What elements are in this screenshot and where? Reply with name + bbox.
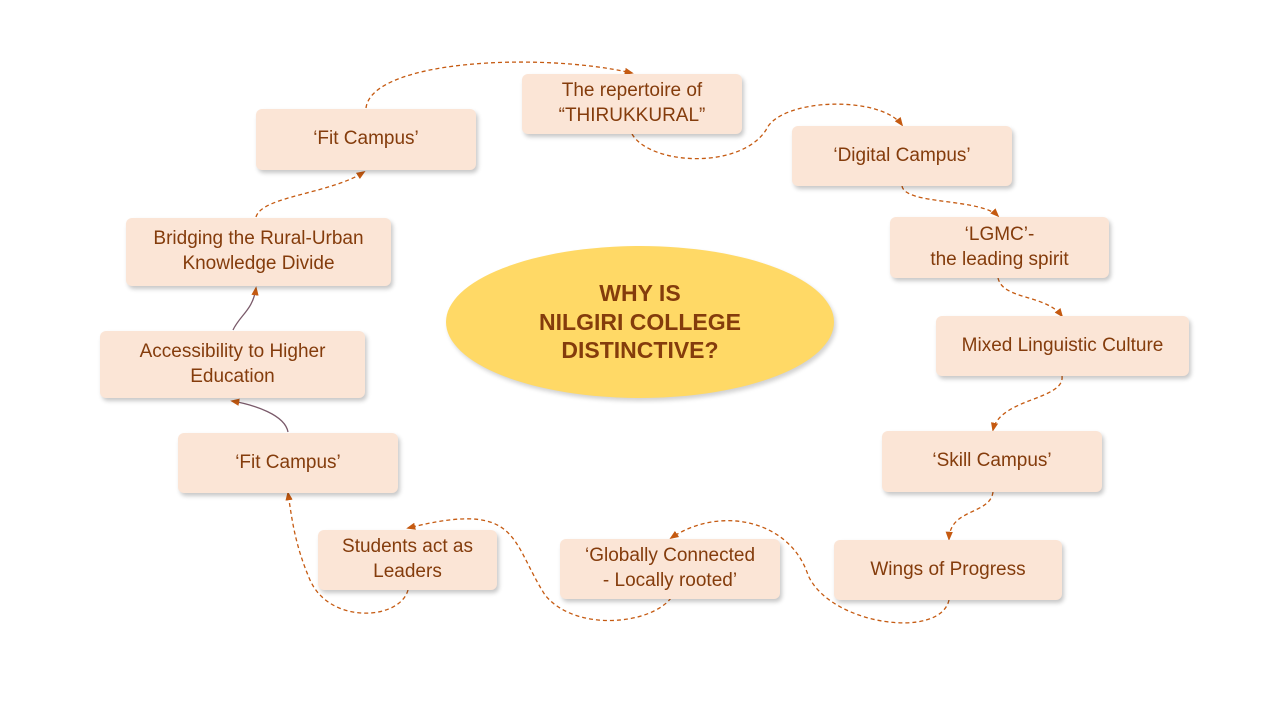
central-question-text: WHY IS NILGIRI COLLEGE DISTINCTIVE? (539, 279, 741, 364)
connector-linguistic-skill (991, 375, 1063, 432)
connector-leaders-fitbottom (285, 491, 409, 614)
node-skill-campus: ‘Skill Campus’ (882, 431, 1102, 492)
node-accessibility-higher-education: Accessibility to Higher Education (100, 331, 365, 398)
connector-digital-lgmc (901, 185, 1000, 218)
node-students-leaders: Students act as Leaders (318, 530, 497, 590)
node-lgmc: ‘LGMC’- the leading spirit (890, 217, 1109, 278)
connector-lgmc-linguistic (997, 277, 1064, 318)
node-mixed-linguistic-culture: Mixed Linguistic Culture (936, 316, 1189, 376)
connector-access-bridging (232, 286, 259, 331)
node-thirukkural: The repertoire of “THIRUKKURAL” (522, 74, 742, 134)
node-fit-campus-top: ‘Fit Campus’ (256, 109, 476, 170)
connector-fitbottom-access (230, 398, 289, 433)
node-globally-connected: ‘Globally Connected - Locally rooted’ (560, 539, 780, 599)
node-fit-campus-bottom: ‘Fit Campus’ (178, 433, 398, 493)
central-question-ellipse: WHY IS NILGIRI COLLEGE DISTINCTIVE? (446, 246, 834, 398)
connector-fittop-thirukkural (365, 61, 634, 109)
connector-skill-wings (945, 491, 994, 541)
connector-wings-global (669, 519, 950, 624)
node-wings-of-progress: Wings of Progress (834, 540, 1062, 600)
connector-thirukkural-digital (631, 103, 904, 160)
node-digital-campus: ‘Digital Campus’ (792, 126, 1012, 186)
node-bridging-rural-urban: Bridging the Rural-Urban Knowledge Divid… (126, 218, 391, 286)
connector-bridging-fittop (255, 171, 366, 218)
